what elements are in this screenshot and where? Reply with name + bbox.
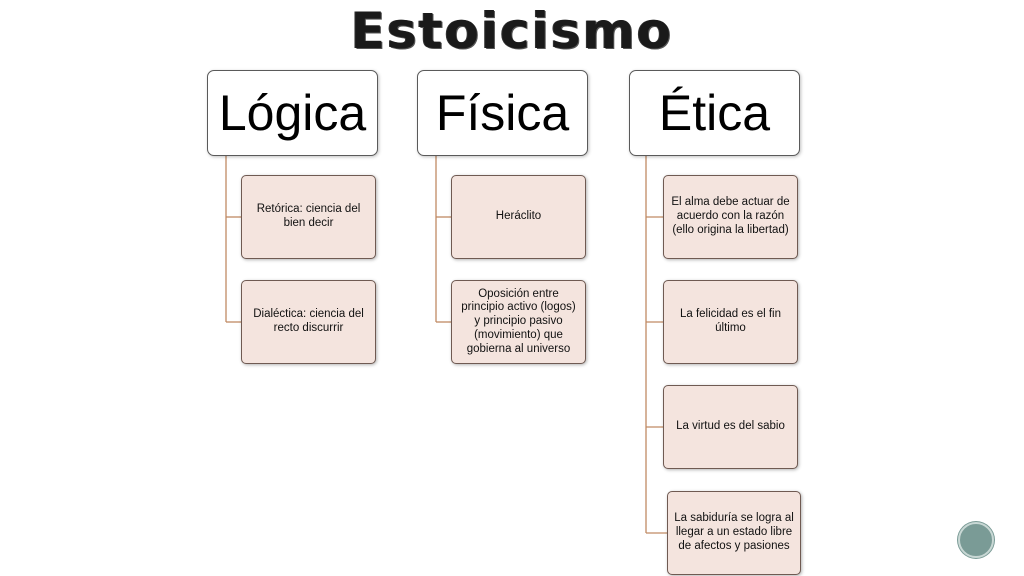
diagram-title: Estoicismo [350,2,674,60]
node-fisica-oposicion: Oposición entre principio activo (logos)… [451,280,586,364]
heading-fisica: Física [417,70,588,156]
heading-etica: Ética [629,70,800,156]
node-logica-dialectica: Dialéctica: ciencia del recto discurrir [241,280,376,364]
node-etica-sabiduria: La sabiduría se logra al llegar a un est… [667,491,801,575]
heading-logica: Lógica [207,70,378,156]
node-logica-retorica: Retórica: ciencia del bien decir [241,175,376,259]
node-etica-alma: El alma debe actuar de acuerdo con la ra… [663,175,798,259]
node-etica-felicidad: La felicidad es el fin último [663,280,798,364]
node-etica-virtud: La virtud es del sabio [663,385,798,469]
node-fisica-heraclito: Heráclito [451,175,586,259]
slide-number-badge [958,522,994,558]
